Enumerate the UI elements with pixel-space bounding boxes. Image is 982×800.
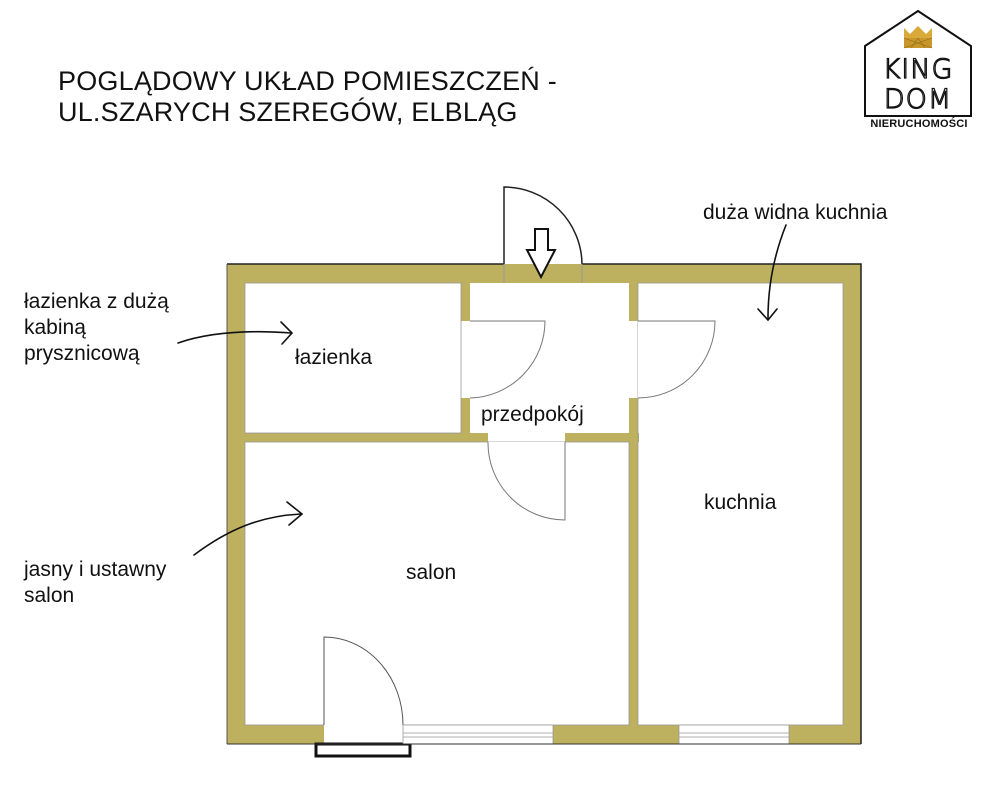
svg-text:DOM: DOM bbox=[884, 84, 952, 115]
arrow-living-icon bbox=[193, 513, 302, 556]
annotation-bathroom-line-2: kabiną bbox=[24, 316, 86, 339]
arrow-kitchen-icon bbox=[767, 224, 787, 319]
kingdom-logo: KING DOM bbox=[864, 9, 972, 117]
crown-icon bbox=[903, 26, 933, 49]
annotation-living-line-1: jasny i ustawny bbox=[24, 558, 167, 581]
kitchen-door bbox=[637, 320, 716, 399]
room-label-living: salon bbox=[406, 561, 457, 584]
living-door bbox=[487, 441, 566, 521]
entrance-arrow-icon bbox=[525, 228, 557, 280]
annotation-living-line-2: salon bbox=[24, 584, 75, 607]
annotation-bathroom-line-3: prysznicową bbox=[24, 342, 140, 365]
svg-text:KING: KING bbox=[883, 54, 954, 85]
page-title: POGLĄDOWY UKŁAD POMIESZCZEŃ - UL.SZARYCH… bbox=[58, 66, 557, 128]
entrance-door bbox=[503, 186, 583, 265]
annotation-bathroom-line-1: łazienka z dużą bbox=[24, 290, 169, 313]
window-living bbox=[402, 724, 554, 745]
logo-subtitle: NIERUCHOMOŚCI bbox=[870, 118, 968, 130]
room-label-kitchen: kuchnia bbox=[704, 491, 777, 514]
arrow-bathroom-icon bbox=[177, 330, 292, 344]
annotation-living: jasny i ustawny salon bbox=[24, 557, 166, 609]
room-label-hall: przedpokój bbox=[481, 403, 584, 426]
bathroom-door bbox=[469, 320, 546, 399]
balcony-door bbox=[323, 636, 404, 726]
room-label-bathroom: łazienka bbox=[295, 346, 373, 369]
annotation-kitchen: duża widna kuchnia bbox=[703, 201, 888, 224]
title-line-2: UL.SZARYCH SZEREGÓW, ELBLĄG bbox=[58, 97, 518, 127]
window-kitchen bbox=[678, 724, 790, 745]
title-line-1: POGLĄDOWY UKŁAD POMIESZCZEŃ - bbox=[58, 66, 557, 96]
annotation-bathroom: łazienka z dużą kabiną prysznicową bbox=[24, 289, 169, 367]
